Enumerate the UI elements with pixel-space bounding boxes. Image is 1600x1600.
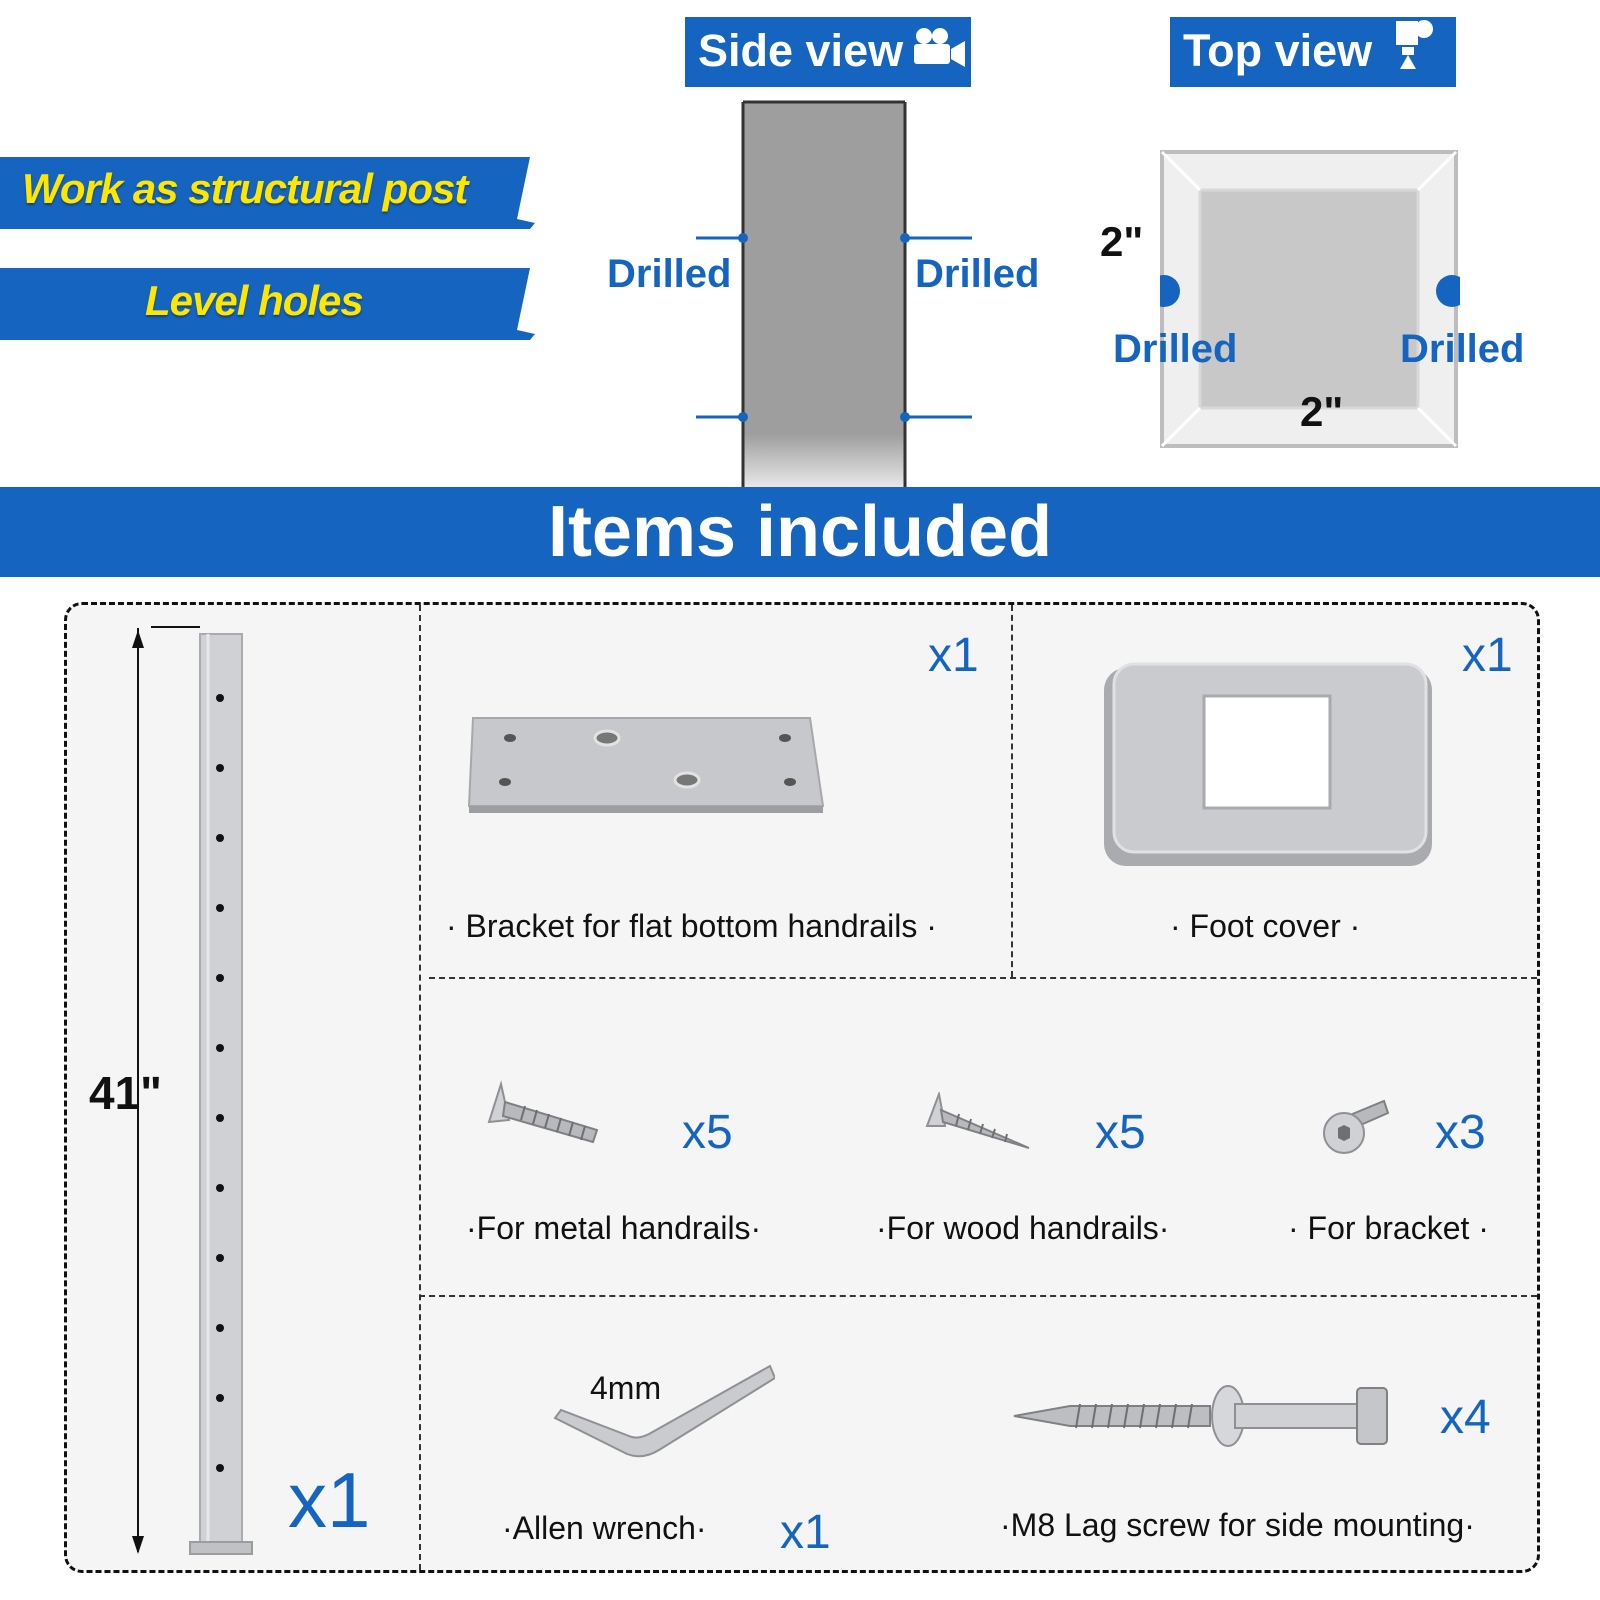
side-view-left-drilled: Drilled [607,252,732,296]
panel-divider-row2 [419,1295,1537,1297]
top-view-width-dim: 2" [1300,388,1344,435]
top-view-diagram [1160,150,1460,448]
feature-structural-post-text: Work as structural post [22,165,468,212]
side-view-right-drilled: Drilled [915,252,1040,296]
panel-divider-top-cells [1011,605,1013,977]
bracket-caption: · Bracket for flat bottom handrails · [446,908,937,944]
foot-cover-qty: x1 [1462,629,1513,682]
post-illustration [132,626,253,1555]
foot-cover-illustration [1104,662,1432,866]
top-view-depth-dim: 2" [1100,218,1144,265]
side-view-title: Side view [698,25,904,76]
allen-wrench-qty: x1 [780,1506,831,1559]
foot-cover-caption: · Foot cover · [1170,908,1361,944]
lag-screw-qty: x4 [1440,1391,1491,1444]
side-view-tag: Side view [685,17,971,87]
feature-ribbon-holes [0,268,535,340]
bracket-illustration [467,717,825,813]
lag-screw-caption: ·M8 Lag screw for side mounting· [1000,1507,1475,1543]
video-camera-icon [911,20,967,88]
bracket-screw-caption: · For bracket · [1288,1210,1489,1246]
overhead-camera-icon [1394,19,1436,90]
side-view-diagram [696,100,972,488]
bracket-screw-illustration [1323,1099,1390,1154]
panel-divider-post [419,605,421,1570]
lag-screw-illustration [1013,1385,1388,1447]
allen-wrench-size: 4mm [590,1370,662,1406]
post-qty: x1 [288,1456,371,1544]
wood-screw-illustration [925,1092,1030,1149]
feature-level-holes-text: Level holes [145,277,364,324]
top-view-right-drilled: Drilled [1400,327,1525,371]
metal-screw-qty: x5 [682,1106,733,1159]
feature-ribbon-structural [0,157,535,229]
top-view-title: Top view [1183,25,1373,76]
top-view-left-drilled: Drilled [1113,327,1238,371]
allen-wrench-illustration [553,1364,775,1458]
metal-screw-illustration [487,1080,599,1144]
top-view-tag: Top view [1170,17,1456,87]
allen-wrench-caption: ·Allen wrench· [502,1510,707,1546]
bracket-screw-qty: x3 [1435,1106,1486,1159]
post-height-dim: 41" [89,1067,162,1119]
wood-screw-qty: x5 [1095,1106,1146,1159]
panel-divider-row1 [429,977,1537,979]
items-included-banner: Items included [0,487,1600,577]
wood-screw-caption: ·For wood handrails· [876,1210,1170,1246]
bracket-qty: x1 [928,629,979,682]
metal-screw-caption: ·For metal handrails· [466,1210,762,1246]
